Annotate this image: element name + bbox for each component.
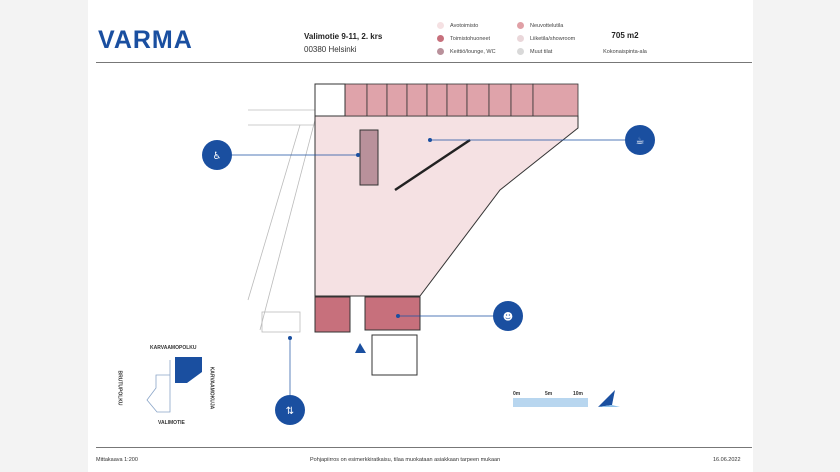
coffee-icon	[625, 125, 655, 155]
elevator-icon	[275, 395, 305, 425]
icon-leaders	[232, 139, 625, 395]
street-east: KARVAAMOKUJA	[208, 366, 215, 410]
total-area: 705 m2 Kokonaispinta-ala	[590, 31, 660, 58]
scale-tick: 10m	[573, 391, 584, 397]
address-line1: Valimotie 9-11, 2. krs	[304, 32, 383, 41]
legend-swatch	[437, 48, 444, 55]
legend-item: Keittiö/lounge, WC	[437, 48, 517, 55]
legend-swatch	[437, 35, 444, 42]
legend-item: Toimistohuoneet	[437, 35, 517, 42]
legend-swatch	[517, 22, 524, 29]
toilet-icon	[202, 140, 232, 170]
building-outline	[247, 109, 316, 333]
open-office-area	[314, 115, 579, 297]
svg-text:♿: ♿	[213, 151, 222, 162]
header-divider	[96, 62, 752, 63]
legend-label: Muut tilat	[530, 48, 553, 55]
street-west: BRUTUPOLKU	[116, 370, 123, 406]
wall	[394, 138, 471, 192]
stairwell	[314, 83, 346, 117]
key-map	[146, 357, 202, 413]
scale-bar	[513, 398, 588, 407]
street-south: VALIMOTIE	[158, 420, 185, 426]
legend: Avotoimisto Neuvottelutila Toimistohuone…	[437, 22, 597, 55]
legend-swatch	[517, 48, 524, 55]
legend-label: Liiketila/showroom	[530, 35, 576, 42]
footer-date: 16.06.2022	[713, 457, 741, 463]
office-rooms	[344, 83, 579, 117]
scale-tick: 0m	[513, 391, 521, 397]
meeting-room	[364, 296, 421, 331]
svg-text:☕: ☕	[636, 136, 645, 147]
svg-text:⇅: ⇅	[286, 406, 294, 417]
showroom	[371, 334, 418, 376]
scale-tick: 5m	[545, 391, 553, 397]
area-value: 705 m2	[611, 31, 639, 40]
footer-divider	[96, 447, 752, 448]
north-arrow	[598, 390, 615, 407]
entrance-marker	[355, 343, 366, 353]
wc-block	[359, 129, 379, 186]
footer-note: Pohjapiirros on esimerkkiratkaisu, tilaa…	[310, 457, 501, 463]
legend-label: Neuvottelutila	[530, 22, 564, 29]
legend-label: Avotoimisto	[450, 22, 479, 29]
legend-item: Neuvottelutila	[517, 22, 597, 29]
legend-item: Muut tilat	[517, 48, 597, 55]
area-label: Kokonaispinta-ala	[603, 49, 647, 55]
legend-item: Avotoimisto	[437, 22, 517, 29]
svg-text:☻: ☻	[503, 311, 513, 323]
varma-logo: VARMA	[98, 26, 193, 54]
street-north: KARVAAMOPOLKU	[150, 345, 197, 351]
legend-label: Keittiö/lounge, WC	[450, 48, 496, 55]
legend-item: Liiketila/showroom	[517, 35, 597, 42]
meeting-room	[314, 296, 351, 333]
meeting-icon	[493, 301, 523, 331]
footer-scale: Mittakaava 1:200	[96, 457, 138, 463]
legend-label: Toimistohuoneet	[450, 35, 491, 42]
address-line2: 00380 Helsinki	[304, 45, 357, 54]
legend-swatch	[517, 35, 524, 42]
legend-swatch	[437, 22, 444, 29]
